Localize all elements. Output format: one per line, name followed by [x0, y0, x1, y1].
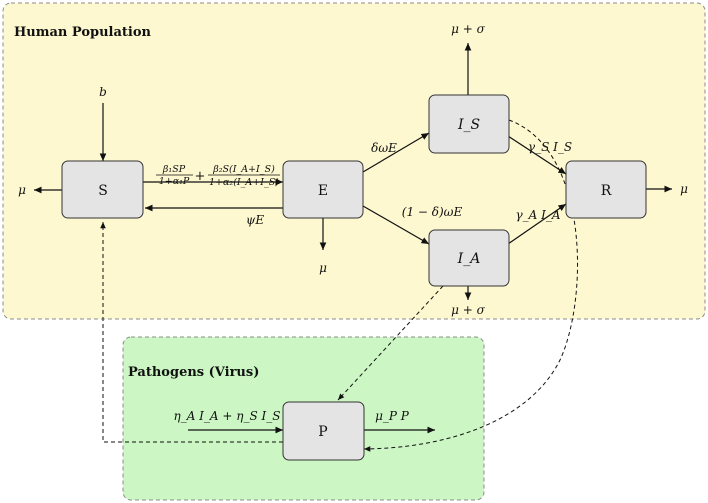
edge-IS-to-R — [507, 135, 567, 175]
label-R-mu: μ — [680, 182, 688, 196]
infection-plus: + — [195, 169, 206, 184]
infection-term2-denominator: 1+α₂(I_A+I_S) — [209, 177, 279, 188]
label-S-mu: μ — [18, 183, 26, 197]
node-IS: I_S — [428, 94, 510, 154]
edge-IA-to-R — [507, 203, 567, 245]
label-birth: b — [99, 85, 107, 99]
infection-term2-numerator: β₂S(I_A+I_S) — [212, 164, 275, 175]
node-E: E — [282, 160, 364, 219]
label-gamma-A: γ_A I_A — [515, 208, 560, 222]
label-one-minus-delta-omega-E: (1 − δ)ωE — [402, 205, 463, 219]
label-mu-P-P: μ_P P — [375, 409, 410, 423]
dashed-edges — [100, 119, 579, 452]
edge-IS-to-P-dashed — [363, 119, 579, 452]
node-S: S — [61, 160, 144, 219]
node-P-label: P — [318, 424, 327, 440]
edge-IA-to-P-dashed — [337, 285, 444, 401]
node-E-label: E — [318, 183, 328, 199]
label-shedding: η_A I_A + η_S I_S — [174, 409, 281, 423]
node-R: R — [565, 160, 647, 219]
node-IA: I_A — [428, 229, 510, 287]
human-population-title: Human Population — [14, 25, 152, 40]
label-infection-force: β₁SP 1+α₁P + β₂S(I_A+I_S) 1+α₂(I_A+I_S) — [156, 164, 280, 188]
edge-E-to-IA — [362, 205, 430, 245]
solid-edges — [34, 43, 672, 434]
label-E-mu: μ — [319, 261, 327, 275]
node-IA-label: I_A — [457, 251, 481, 267]
infection-term1-denominator: 1+α₁P — [159, 176, 190, 187]
label-IS-mu-plus-sigma: μ + σ — [451, 22, 485, 36]
label-psi-E: ψE — [246, 213, 264, 227]
node-IS-label: I_S — [457, 117, 480, 133]
edge-E-to-IS — [362, 132, 430, 173]
node-R-label: R — [601, 183, 612, 199]
pathogens-title: Pathogens (Virus) — [128, 365, 259, 380]
label-gamma-S: γ_S I_S — [528, 140, 572, 154]
infection-term1-numerator: β₁SP — [162, 164, 186, 175]
node-P: P — [282, 401, 365, 461]
label-delta-omega-E: δωE — [371, 141, 397, 155]
edge-P-to-S-dashed — [100, 222, 283, 443]
label-IA-mu-plus-sigma: μ + σ — [451, 303, 485, 317]
node-S-label: S — [98, 183, 108, 199]
